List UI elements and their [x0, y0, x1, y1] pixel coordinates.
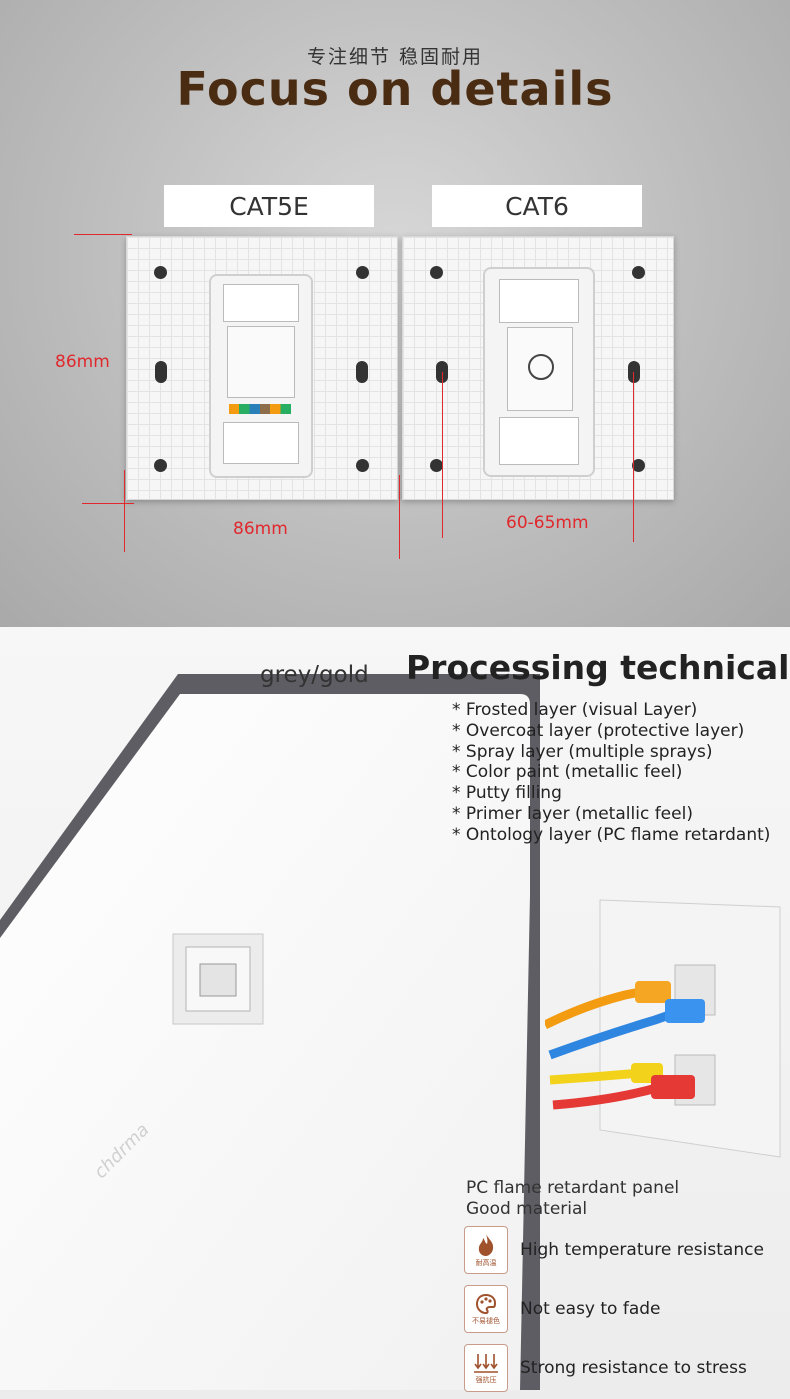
list-item: * Frosted layer (visual Layer) — [452, 700, 698, 720]
pressure-arrows-icon: 强抗压 — [464, 1344, 508, 1392]
socket-with-cables-illustration — [545, 899, 781, 1158]
material-line: Good material — [466, 1199, 588, 1219]
material-line: PC flame retardant panel — [466, 1178, 680, 1198]
height-dimension: 86mm — [55, 352, 110, 372]
cat5e-label: CAT5E — [164, 185, 374, 227]
chinese-subtitle: 专注细节 稳固耐用 — [306, 46, 484, 68]
mount-slot — [628, 361, 640, 383]
dimension-line — [442, 372, 443, 538]
feature-label: Strong resistance to stress — [520, 1358, 747, 1378]
cat5e-plate — [126, 236, 398, 500]
dimension-line — [82, 503, 134, 504]
details-section: 专注细节 稳固耐用 Focus on details CAT5E CAT6 — [0, 0, 790, 627]
dimension-line — [633, 372, 634, 542]
feature-label: High temperature resistance — [520, 1240, 764, 1260]
keystone-module — [483, 267, 595, 477]
width-dimension-cat6: 60-65mm — [506, 513, 589, 533]
screw-hole — [154, 459, 167, 472]
dimension-line — [124, 470, 125, 552]
list-item: * Ontology layer (PC flame retardant) — [452, 824, 771, 845]
page-title: Focus on details — [176, 62, 614, 116]
palette-icon: 不易褪色 — [464, 1285, 508, 1333]
screw-hole — [430, 266, 443, 279]
feature-stress-resistant: 强抗压 Strong resistance to stress — [464, 1344, 747, 1392]
screw-hole — [430, 459, 443, 472]
wall-plate-illustration — [0, 674, 540, 1390]
feature-high-temperature: 耐高温 High temperature resistance — [464, 1226, 764, 1274]
screw-hole — [154, 266, 167, 279]
feature-label: Not easy to fade — [520, 1299, 661, 1319]
width-dimension-cat5e: 86mm — [233, 519, 288, 539]
screw-hole — [356, 266, 369, 279]
processing-title: Processing technical — [406, 648, 790, 687]
list-item: * Spray layer (multiple sprays) — [452, 741, 713, 762]
keystone-module — [209, 274, 313, 478]
screw-hole — [632, 266, 645, 279]
finish-label: grey/gold — [260, 662, 369, 688]
mount-slot — [155, 361, 167, 383]
material-text: PC flame retardant panel Good material — [466, 1178, 679, 1220]
flame-icon: 耐高温 — [464, 1226, 508, 1274]
list-item: * Overcoat layer (protective layer) — [452, 720, 745, 741]
list-item: * Primer layer (metallic feel) — [452, 803, 693, 824]
feature-fade-resistant: 不易褪色 Not easy to fade — [464, 1285, 661, 1333]
screw-hole — [356, 459, 369, 472]
dimension-line — [399, 475, 400, 559]
screw-hole — [632, 459, 645, 472]
cat6-label: CAT6 — [432, 185, 642, 227]
cat6-plate — [402, 236, 674, 500]
dimension-line — [74, 234, 132, 235]
list-item: * Color paint (metallic feel) — [452, 762, 683, 783]
processing-list: * Frosted layer (visual Layer) * Overcoa… — [452, 700, 770, 846]
mount-slot — [356, 361, 368, 383]
list-item: * Putty filling — [452, 783, 562, 804]
